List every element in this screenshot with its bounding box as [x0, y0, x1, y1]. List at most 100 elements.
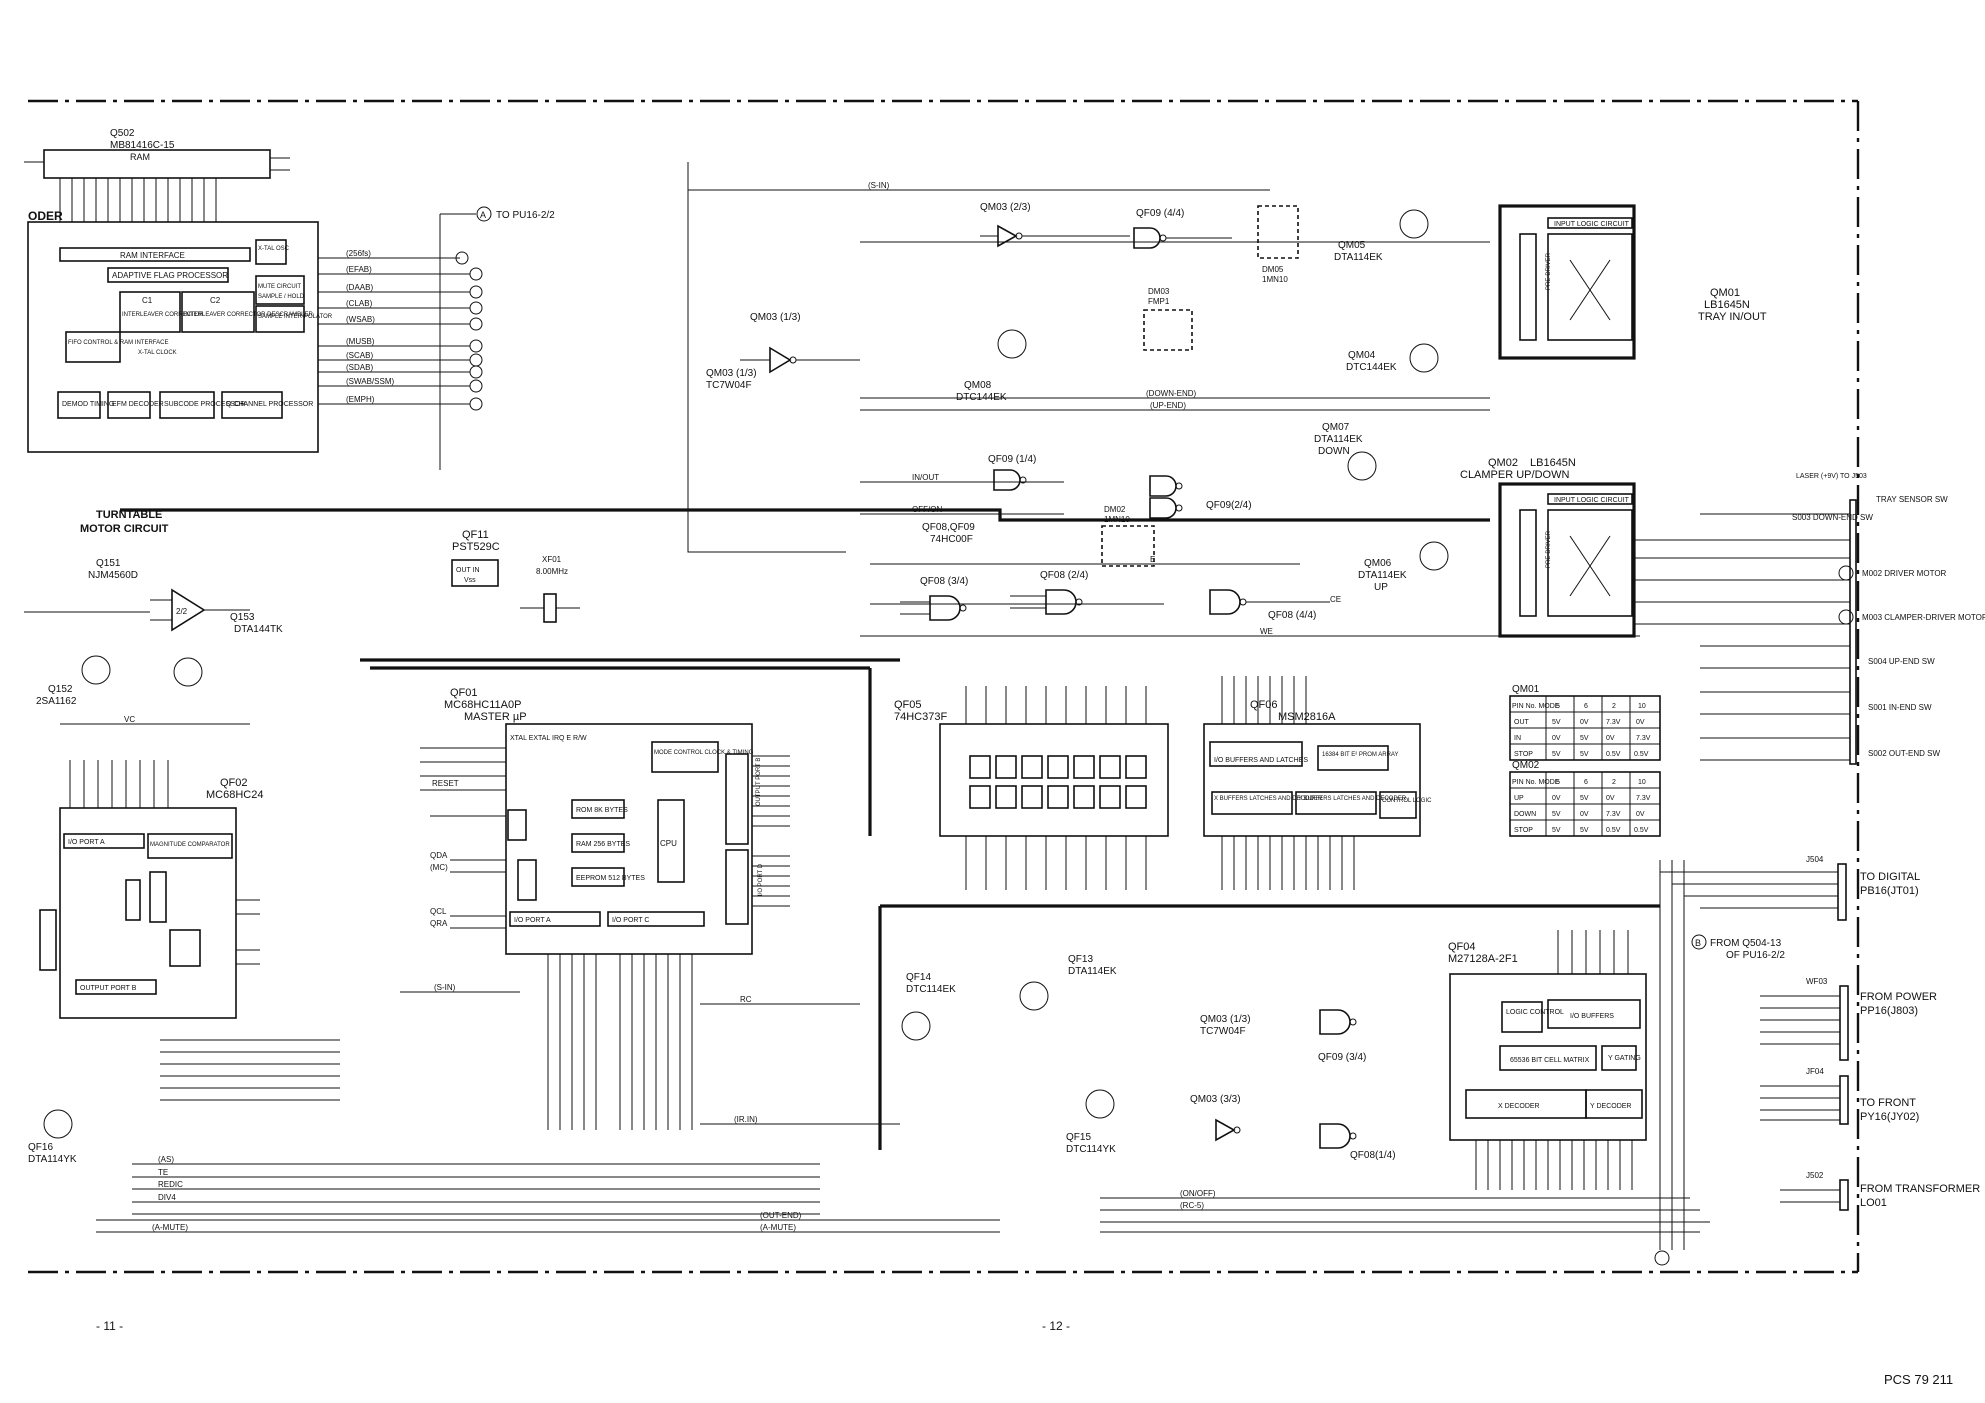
dm05-diode-array: DM05 1MN10 [1257, 205, 1299, 284]
svg-text:QF09 (3/4): QF09 (3/4) [1318, 1052, 1366, 1063]
svg-text:5: 5 [1556, 779, 1560, 786]
svg-text:FROM Q504-13: FROM Q504-13 [1710, 938, 1782, 949]
svg-text:5V: 5V [1580, 735, 1589, 742]
svg-text:7.3V: 7.3V [1636, 735, 1651, 742]
svg-text:QM02: QM02 [1512, 760, 1540, 771]
svg-text:ROM 8K BYTES: ROM 8K BYTES [576, 807, 628, 814]
svg-text:LOGIC CONTROL: LOGIC CONTROL [1506, 1009, 1564, 1016]
svg-text:(MC): (MC) [430, 863, 448, 872]
svg-text:B: B [1695, 938, 1701, 948]
svg-text:FIFO CONTROL & RAM INTERFACE: FIFO CONTROL & RAM INTERFACE [68, 340, 168, 346]
svg-text:CE: CE [1330, 595, 1341, 604]
svg-text:QM03 (3/3): QM03 (3/3) [1190, 1094, 1241, 1105]
svg-text:0V: 0V [1606, 735, 1615, 742]
svg-text:OUTPUT PORT B: OUTPUT PORT B [80, 985, 137, 992]
svg-text:0V: 0V [1636, 811, 1645, 818]
svg-text:QM02: QM02 [1488, 457, 1518, 469]
svg-text:X DECODER: X DECODER [1498, 1103, 1540, 1110]
qm01-truth-table: QM01 PIN No. MODE 5 6 2 10 OUT 5V 0V 7.3… [1509, 684, 1661, 761]
qf13-transistor: QF13 DTA114EK [1019, 954, 1117, 1011]
svg-text:TO PU16-2/2: TO PU16-2/2 [496, 210, 555, 221]
svg-text:I/O PORT A: I/O PORT A [514, 917, 551, 924]
svg-text:INPUT LOGIC CIRCUIT: INPUT LOGIC CIRCUIT [1554, 221, 1630, 228]
svg-text:DM05: DM05 [1262, 265, 1284, 274]
svg-text:DTA144TK: DTA144TK [234, 624, 283, 635]
svg-text:QM03 (1/3): QM03 (1/3) [706, 368, 757, 379]
svg-text:STOP: STOP [1514, 827, 1533, 834]
qm03-inverter-2: QM03 (2/3) [980, 202, 1130, 248]
svg-text:C1: C1 [142, 296, 153, 305]
svg-text:(DOWN-END): (DOWN-END) [1146, 389, 1197, 398]
svg-text:(EFAB): (EFAB) [346, 265, 372, 274]
svg-text:0.5V: 0.5V [1634, 751, 1649, 758]
qm05-transistor: QM05 DTA114EK [1334, 209, 1429, 263]
svg-text:M002 DRIVER MOTOR: M002 DRIVER MOTOR [1862, 569, 1947, 578]
svg-text:QF08 (2/4): QF08 (2/4) [1040, 570, 1088, 581]
svg-text:QDA: QDA [430, 851, 448, 860]
svg-text:(AS): (AS) [158, 1155, 174, 1164]
q502-ram: Q502 MB81416C-15 RAM [24, 128, 290, 179]
tray-connector-labels: TRAY SENSOR SW S003 DOWN-END SW M002 DRI… [1792, 473, 1985, 758]
svg-text:OF PU16-2/2: OF PU16-2/2 [1726, 950, 1785, 961]
svg-text:WE: WE [1260, 627, 1273, 636]
svg-text:OUT: OUT [1514, 719, 1530, 726]
dm02-diode-array: DM02 1MN10 [1101, 505, 1155, 567]
svg-text:X-TAL CLOCK: X-TAL CLOCK [138, 350, 177, 356]
svg-text:2SA1162: 2SA1162 [36, 696, 77, 707]
svg-text:QM07: QM07 [1322, 422, 1350, 433]
svg-text:QF16: QF16 [28, 1142, 53, 1153]
svg-text:S002 OUT-END SW: S002 OUT-END SW [1868, 749, 1940, 758]
qf14-transistor: QF14 DTC114EK [901, 972, 956, 1041]
qm08-transistor: QM08 DTC144EK [956, 329, 1027, 403]
svg-text:RAM 256 BYTES: RAM 256 BYTES [576, 841, 630, 848]
svg-text:QM01: QM01 [1710, 287, 1740, 299]
svg-text:QM03 (1/3): QM03 (1/3) [1200, 1014, 1251, 1025]
svg-text:IN: IN [1514, 735, 1521, 742]
qm03-inverter-3: QM03 (1/3) TC7W04F QM03 (3/3) [1190, 1014, 1251, 1142]
svg-text:Q153: Q153 [230, 612, 255, 623]
thick-buses [120, 508, 1660, 1150]
svg-text:0.5V: 0.5V [1606, 751, 1621, 758]
svg-text:QF11: QF11 [462, 529, 489, 541]
qf01-right-pins [752, 755, 790, 907]
svg-text:7.3V: 7.3V [1636, 795, 1651, 802]
left-page-number: - 11 - [96, 1319, 123, 1333]
svg-text:(CLAB): (CLAB) [346, 299, 373, 308]
svg-text:PRE-DRIVER: PRE-DRIVER [1546, 252, 1552, 290]
svg-text:TC7W04F: TC7W04F [1200, 1026, 1246, 1037]
svg-text:TRAY IN/OUT: TRAY IN/OUT [1698, 311, 1767, 323]
svg-text:DOWN: DOWN [1514, 811, 1536, 818]
svg-text:UP: UP [1374, 582, 1388, 593]
svg-text:MUTE CIRCUIT: MUTE CIRCUIT [258, 284, 301, 290]
qm01-motor-driver: INPUT LOGIC CIRCUIT PRE-DRIVER QM01 LB16… [1498, 204, 1767, 360]
svg-text:QCL: QCL [430, 907, 447, 916]
svg-text:MASTER µP: MASTER µP [464, 711, 527, 723]
qf04-eprom: QF04 M27128A-2F1 LOGIC CONTROL I/O BUFFE… [1448, 941, 1647, 1141]
svg-text:DTA114YK: DTA114YK [28, 1154, 77, 1165]
svg-text:ADAPTIVE FLAG PROCESSOR: ADAPTIVE FLAG PROCESSOR [112, 271, 228, 280]
qf06-eeprom: QF06 MSM2816A I/O BUFFERS AND LATCHES 16… [1203, 699, 1432, 837]
svg-text:PRE-DRIVER: PRE-DRIVER [1546, 530, 1552, 568]
svg-text:DM03: DM03 [1148, 287, 1170, 296]
svg-text:DEMOD TIMING: DEMOD TIMING [62, 401, 114, 408]
svg-text:QM04: QM04 [1348, 350, 1376, 361]
svg-text:5V: 5V [1580, 795, 1589, 802]
svg-text:QM05: QM05 [1338, 240, 1366, 251]
svg-text:EFM DECODER: EFM DECODER [112, 401, 164, 408]
svg-text:Y GATING: Y GATING [1608, 1055, 1641, 1062]
svg-text:(256fs): (256fs) [346, 249, 371, 258]
svg-text:8.00MHz: 8.00MHz [536, 567, 568, 576]
svg-text:QF09 (4/4): QF09 (4/4) [1136, 208, 1184, 219]
qf04-pins [1475, 930, 1633, 1190]
top-signal-labels: (S-IN) (DOWN-END) (UP-END) IN/OUT OFF/ON… [868, 181, 1341, 636]
svg-text:M003 CLAMPER-DRIVER MOTOR: M003 CLAMPER-DRIVER MOTOR [1862, 613, 1985, 622]
svg-text:PB16(JT01): PB16(JT01) [1860, 885, 1919, 897]
svg-text:QF04: QF04 [1448, 941, 1476, 953]
svg-text:65536 BIT CELL MATRIX: 65536 BIT CELL MATRIX [1510, 1057, 1590, 1064]
svg-text:TE: TE [158, 1168, 168, 1177]
svg-text:5V: 5V [1552, 719, 1561, 726]
svg-text:MOTOR CIRCUIT: MOTOR CIRCUIT [80, 523, 169, 535]
svg-text:(IR.IN): (IR.IN) [734, 1115, 758, 1124]
svg-text:(DAAB): (DAAB) [346, 283, 373, 292]
